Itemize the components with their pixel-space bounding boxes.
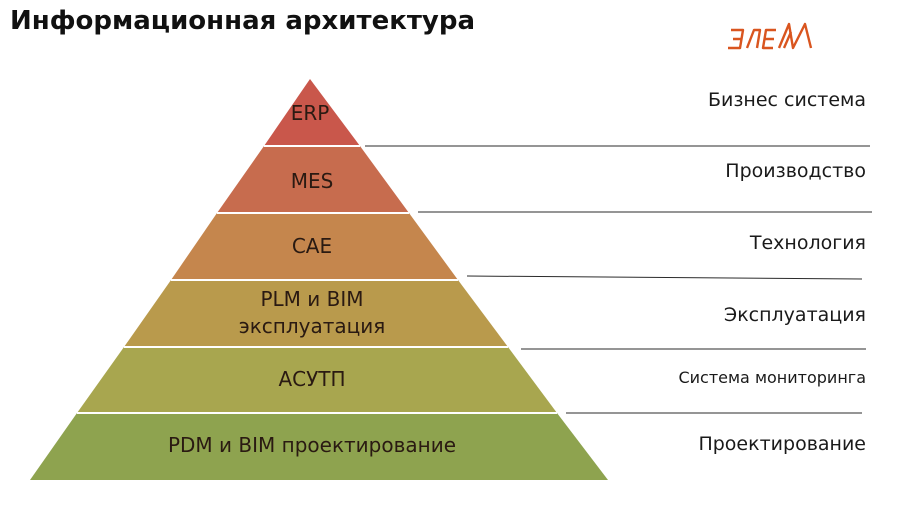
right-dividers — [365, 145, 872, 414]
pyramid-separators — [77, 145, 557, 414]
side-label-production: Производство — [725, 160, 866, 182]
side-label-operation: Эксплуатация — [723, 304, 866, 326]
level-label-erp: ERP — [290, 101, 330, 125]
side-label-technology: Технология — [749, 232, 866, 254]
level-label-pdm: PDM и BIM проектирование — [167, 433, 457, 457]
pyramid-level-asutp — [77, 347, 557, 413]
divider-line — [466, 275, 863, 280]
side-label-business: Бизнес система — [707, 89, 866, 111]
pyramid-level-mes — [217, 146, 409, 213]
slide-title: Информационная архитектура — [10, 6, 476, 36]
side-label-monitoring: Система мониторинга — [678, 368, 866, 387]
level-label-cae: CAE — [291, 234, 333, 258]
pyramid-level-pdm — [30, 413, 608, 480]
pyramid-level-plm — [124, 280, 508, 347]
level-label-asutp: АСУТП — [278, 367, 346, 391]
level-label-mes: MES — [290, 169, 334, 193]
pyramid-level-erp — [264, 79, 360, 146]
side-label-design: Проектирование — [698, 433, 866, 455]
pyramid-level-cae — [171, 213, 458, 280]
level-label-plm-line1: PLM и BIM — [260, 287, 364, 311]
level-label-plm-line2: эксплуатация — [238, 314, 386, 338]
company-logo — [728, 22, 813, 50]
